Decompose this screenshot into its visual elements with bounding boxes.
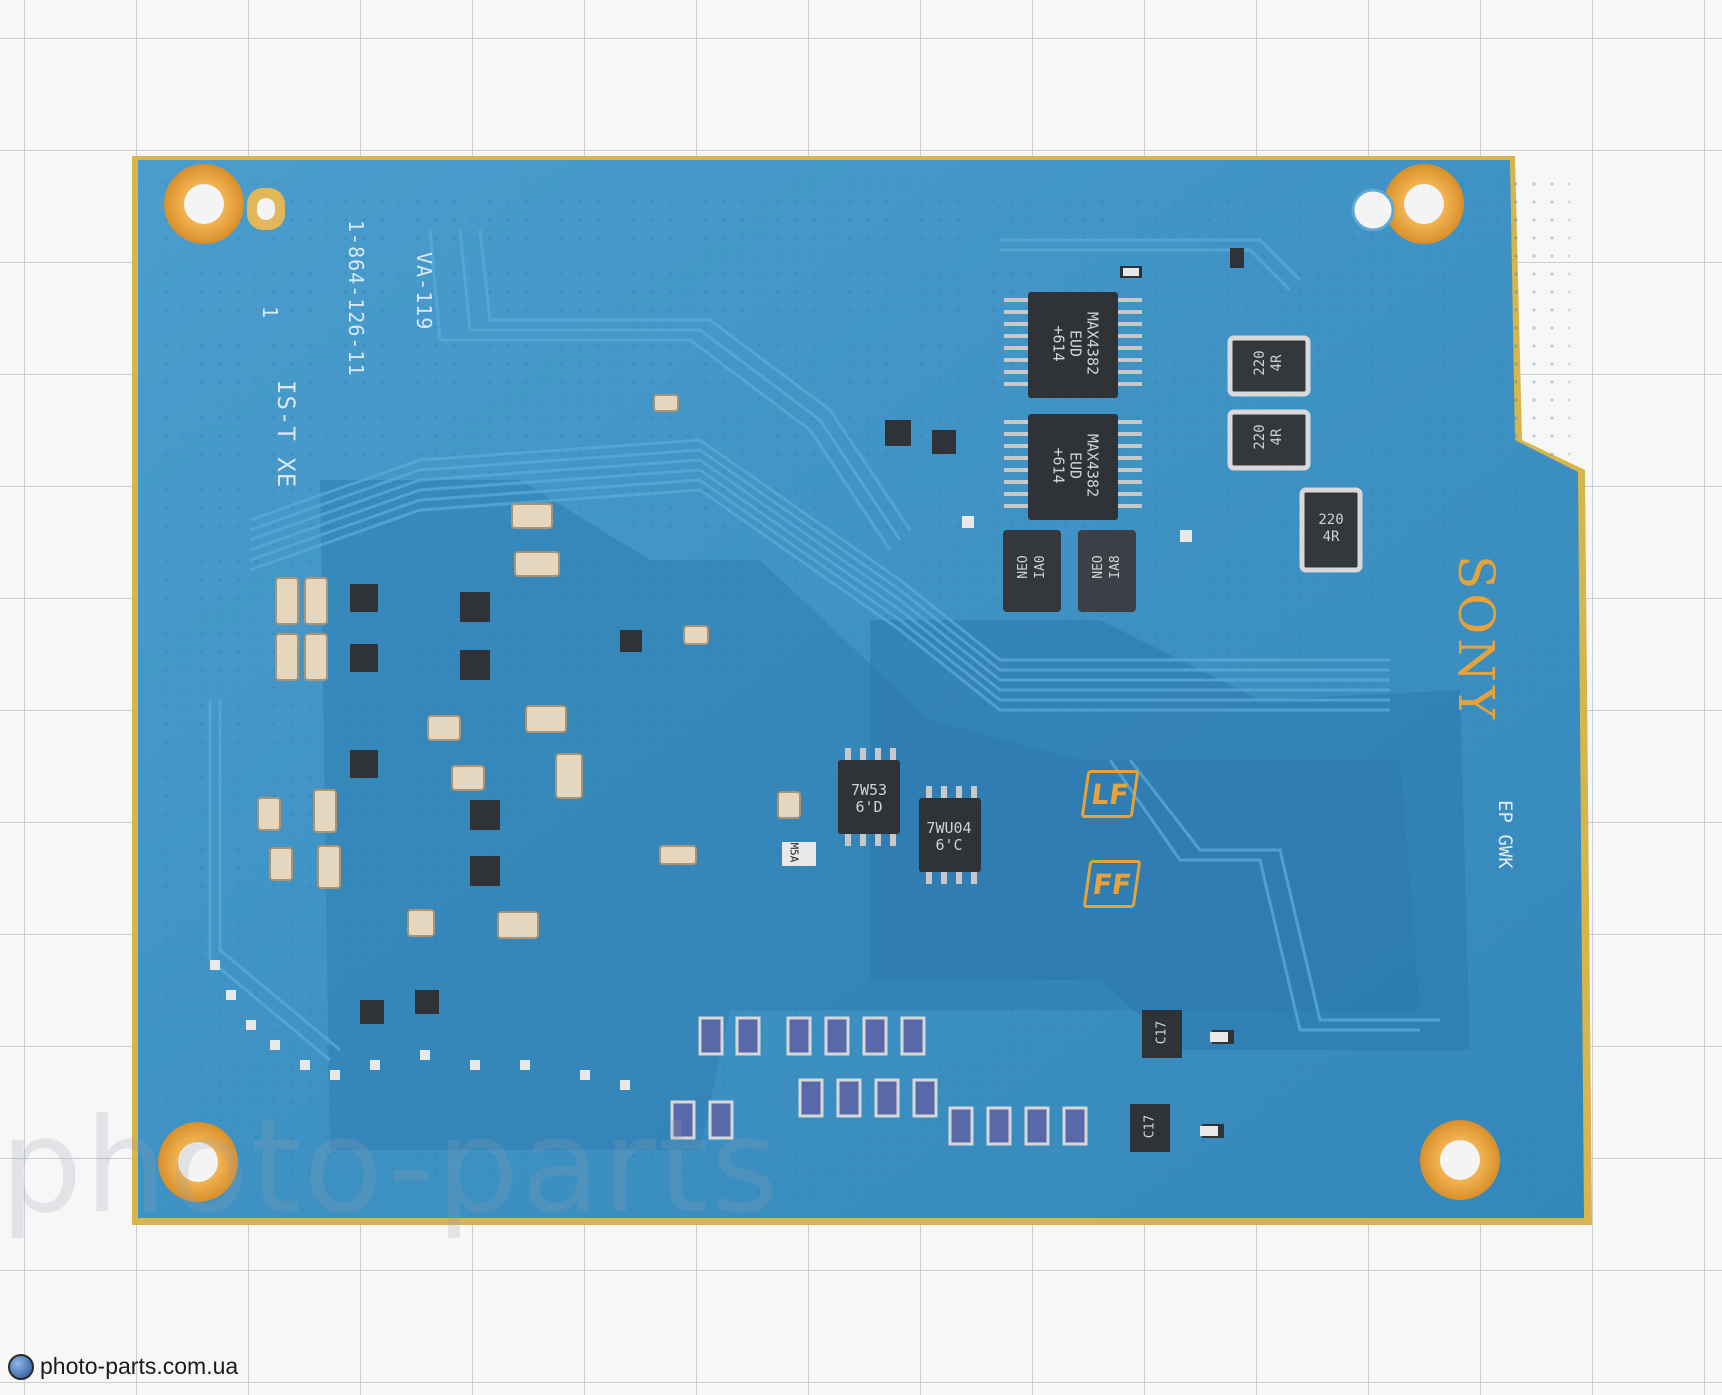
pcb-board [132, 156, 1592, 1225]
footer-url[interactable]: photo-parts.com.ua [40, 1353, 239, 1379]
ic-chips [838, 292, 1118, 872]
camera-lens-icon [8, 1353, 34, 1380]
mounting-holes [158, 164, 1500, 1202]
inductors [1003, 335, 1363, 612]
smd-components [210, 248, 1244, 1152]
site-footer: photo-parts.com.ua [8, 1353, 238, 1380]
ic-pins [845, 298, 1142, 884]
